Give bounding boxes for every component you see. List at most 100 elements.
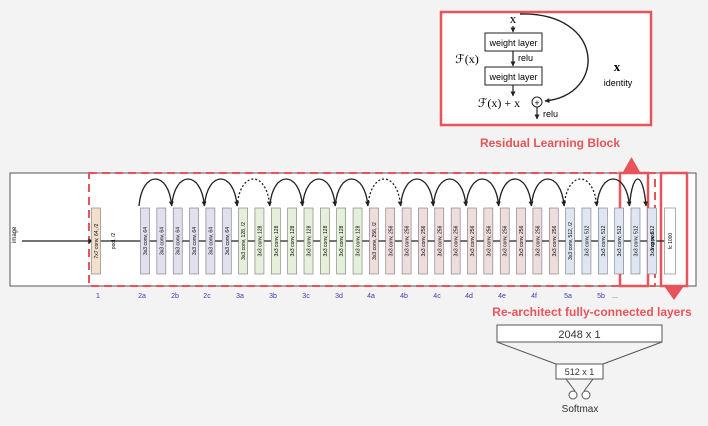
layer-29: 3x3 conv, 512: [581, 207, 592, 275]
out-line-right: [583, 378, 594, 392]
fc-reconstruction: Re-architect fully-connected layers 2048…: [492, 286, 692, 415]
identity-shortcut-arrow: [628, 178, 649, 207]
stage-label: 3a: [236, 293, 244, 300]
layer-35: fc 1000: [664, 207, 676, 275]
stage-label: 3c: [302, 293, 310, 300]
layer-box: [434, 207, 445, 275]
layer-11: 3x3 conv, 128: [287, 207, 297, 275]
layer-label: 3x3 conv, 64: [176, 227, 182, 255]
fc-2048-box: [496, 324, 663, 343]
identity-shortcut-arrow: [519, 13, 589, 104]
layer-label: pool, /2: [111, 233, 117, 250]
layer-10: 3x3 conv, 128: [270, 207, 281, 275]
layer-label: 3x3 conv, 256: [437, 225, 443, 256]
layer-box: [270, 207, 281, 275]
identity-shortcut-arrow: [399, 178, 436, 207]
layer-label: 3x3 conv, 256: [405, 225, 411, 256]
layer-9: 3x3 conv, 128: [254, 207, 265, 275]
identity-shortcut-arrow: [171, 178, 207, 207]
residual-block-caption: Residual Learning Block: [480, 136, 620, 150]
projection-shortcut-arrow: [563, 178, 599, 207]
block-input-x: x: [510, 11, 517, 26]
layer-box: [664, 207, 676, 275]
stage-label: 5b: [597, 293, 605, 300]
layer-34: avg pool: [650, 232, 656, 251]
stage-label: 2a: [138, 293, 146, 300]
layer-3: 3x3 conv, 64: [156, 207, 167, 275]
stage-label: ...: [612, 293, 618, 300]
layer-label: 3x3 conv, 256: [421, 225, 427, 256]
stage-label: 4a: [367, 293, 375, 300]
layer-label: 3x3 conv, 128: [290, 225, 296, 256]
layer-4: 3x3 conv, 64: [172, 207, 183, 275]
layer-box: [630, 207, 641, 275]
output-node-2: [581, 390, 591, 400]
layer-17: 3x3 conv, 256: [385, 207, 396, 275]
layer-24: 3x3 conv, 256: [499, 207, 510, 275]
stage-label: 2b: [171, 293, 179, 300]
fc-pointer: [664, 286, 684, 300]
identity-x-label: x: [614, 59, 621, 74]
funnel-right: [602, 341, 663, 365]
layer-label: 3x3 conv, 256: [552, 225, 558, 256]
layer-26: 3x3 conv, 256: [532, 207, 543, 275]
layer-label: 3x3 conv, 128: [307, 225, 313, 256]
stage-label: 3b: [269, 293, 277, 300]
layer-30: 3x3 conv, 512: [597, 207, 608, 275]
stage-label: 3d: [335, 293, 343, 300]
weight-layer-1-label: weight layer: [488, 38, 537, 48]
funnel-left: [496, 341, 557, 365]
layer-2: 3x3 conv, 64: [140, 207, 150, 275]
layer-label: 3x3 conv, 128: [323, 225, 329, 256]
layer-label: avg pool: [650, 232, 656, 251]
layer-15: 3x3 conv, 128: [352, 207, 363, 275]
layer-label: 3x3 conv, 256: [503, 225, 509, 256]
residual-block-frame: [439, 10, 653, 127]
layer-28: 3x3 conv, 512, /2: [565, 207, 575, 275]
layer-label: 3x3 conv, 64: [208, 227, 214, 255]
layer-6: 3x3 conv, 64: [205, 207, 216, 275]
stage-label: 4c: [433, 293, 441, 300]
layer-label: 3x3 conv, 256: [519, 225, 525, 256]
layer-box: [597, 207, 608, 275]
layer-label: 3x3 conv, 128: [274, 225, 280, 256]
layer-label: 3x3 conv, 128: [356, 225, 362, 256]
layer-label: 3x3 conv, 512: [634, 225, 640, 256]
identity-shortcut-arrow: [203, 178, 240, 207]
layer-label: 3x3 conv, 512: [617, 225, 623, 256]
layer-box: [467, 207, 477, 275]
backbone-dashed-region: [88, 172, 656, 287]
out-line-left: [565, 378, 576, 392]
layer-box: [238, 207, 248, 275]
layer-box: [140, 207, 150, 275]
layer-13: 3x3 conv, 128: [320, 207, 330, 275]
layer-19: 3x3 conv, 256: [418, 207, 428, 275]
layer-box: [352, 207, 363, 275]
stage-label: 1: [96, 293, 100, 300]
layer-label: 3x3 conv, 256: [470, 225, 476, 256]
weight-layer-2-label: weight layer: [488, 72, 537, 82]
stage-label: 5a: [564, 293, 572, 300]
identity-shortcut-arrow: [138, 178, 174, 207]
layer-box: [91, 207, 101, 275]
fx-plus-x-label: ℱ(x) + x: [478, 96, 520, 110]
layer-7: 3x3 conv, 64: [221, 207, 232, 275]
layer-27: 3x3 conv, 256: [548, 207, 559, 275]
fc-caption: Re-architect fully-connected layers: [492, 305, 692, 319]
layer-8: 3x3 conv, 128, /2: [238, 207, 248, 275]
layer-box: [254, 207, 265, 275]
fc-512-box: [555, 363, 604, 380]
relu-2-label: relu: [543, 109, 558, 119]
layer-box: [189, 207, 199, 275]
layer-31: 3x3 conv, 512: [614, 207, 624, 275]
fc-2048-label: 2048 x 1: [558, 329, 600, 341]
image-input-label: image: [12, 226, 18, 243]
identity-shortcut-arrow: [432, 178, 469, 207]
identity-shortcut-arrow: [334, 178, 371, 207]
layer-20: 3x3 conv, 256: [434, 207, 445, 275]
layer-14: 3x3 conv, 128: [336, 207, 347, 275]
layer-label: 3x3 conv, 64: [225, 227, 231, 255]
